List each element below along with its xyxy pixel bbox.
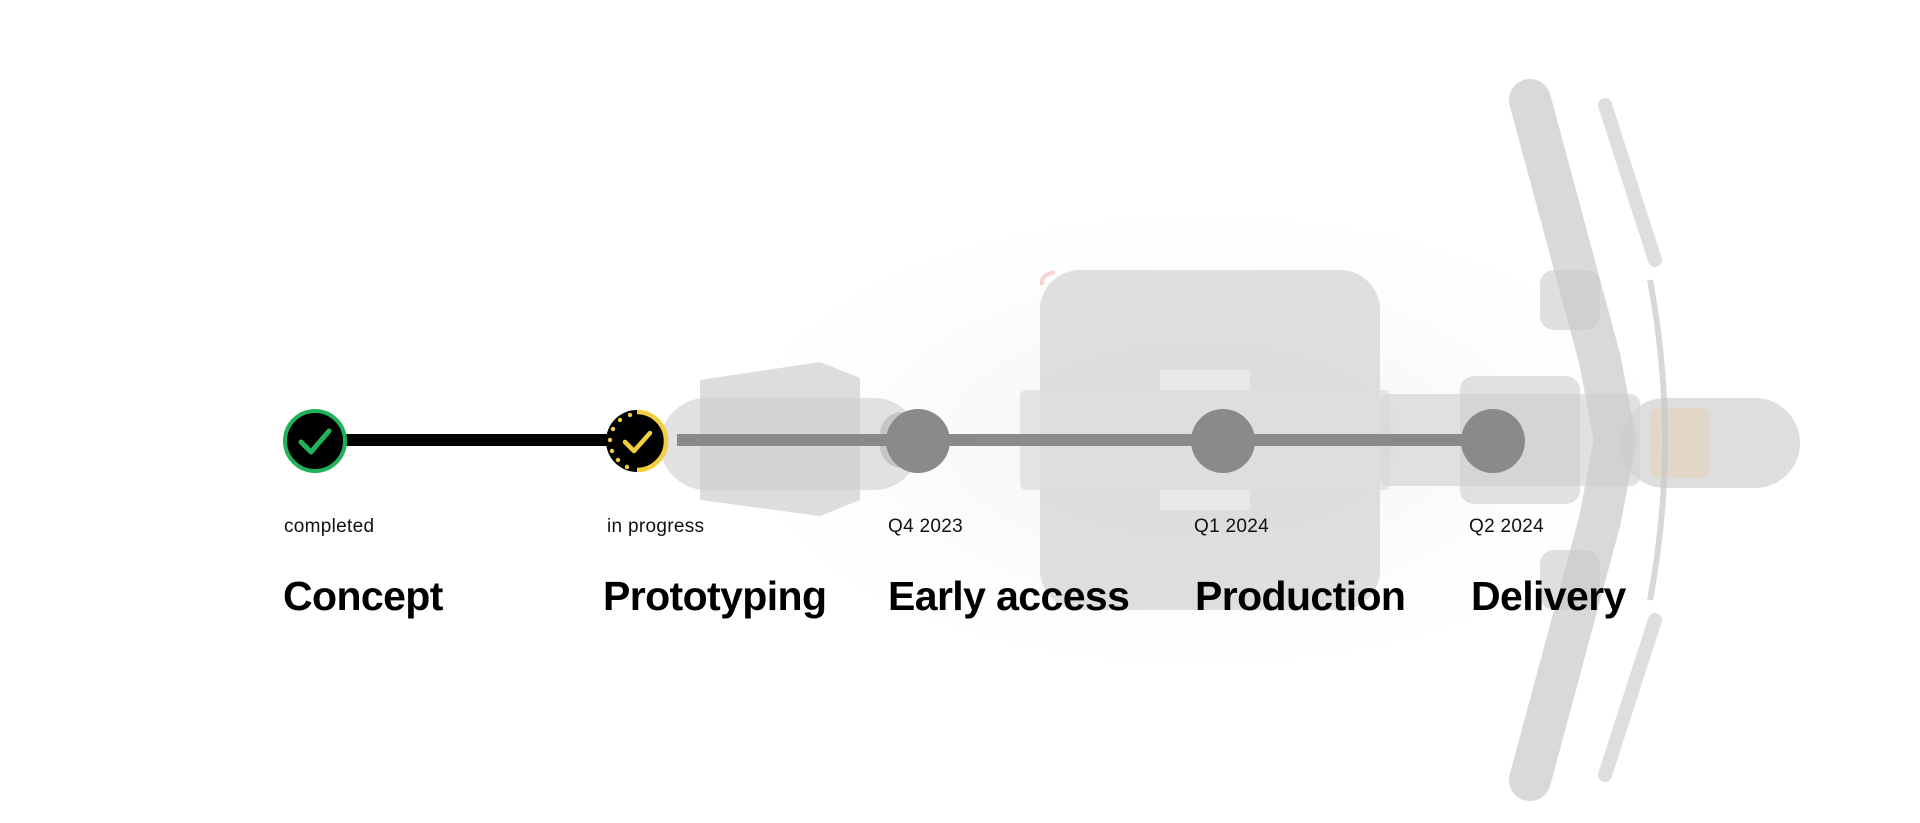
- milestone-marker-concept: [283, 409, 347, 473]
- timeline-track-completed: [315, 434, 637, 446]
- milestone-date: Q2 2024: [1469, 516, 1544, 537]
- check-circle-icon: [283, 409, 347, 473]
- milestone-title-delivery: Delivery: [1471, 573, 1626, 619]
- milestone-title-early-access: Early access: [888, 573, 1130, 619]
- milestone-marker-early-access: [886, 409, 950, 473]
- check-progress-icon: [606, 409, 669, 473]
- milestone-date: Q4 2023: [888, 516, 963, 537]
- milestone-marker-production: [1191, 409, 1255, 473]
- milestone-status: in progress: [607, 516, 705, 537]
- milestone-marker-prototyping: [605, 409, 669, 473]
- milestone-status: completed: [284, 516, 375, 537]
- milestone-marker-delivery: [1461, 409, 1525, 473]
- milestone-title-prototyping: Prototyping: [603, 573, 827, 619]
- milestone-title-concept: Concept: [283, 573, 443, 619]
- milestone-date: Q1 2024: [1194, 516, 1269, 537]
- timeline-track-upcoming: [677, 434, 1492, 446]
- milestone-title-production: Production: [1195, 573, 1406, 619]
